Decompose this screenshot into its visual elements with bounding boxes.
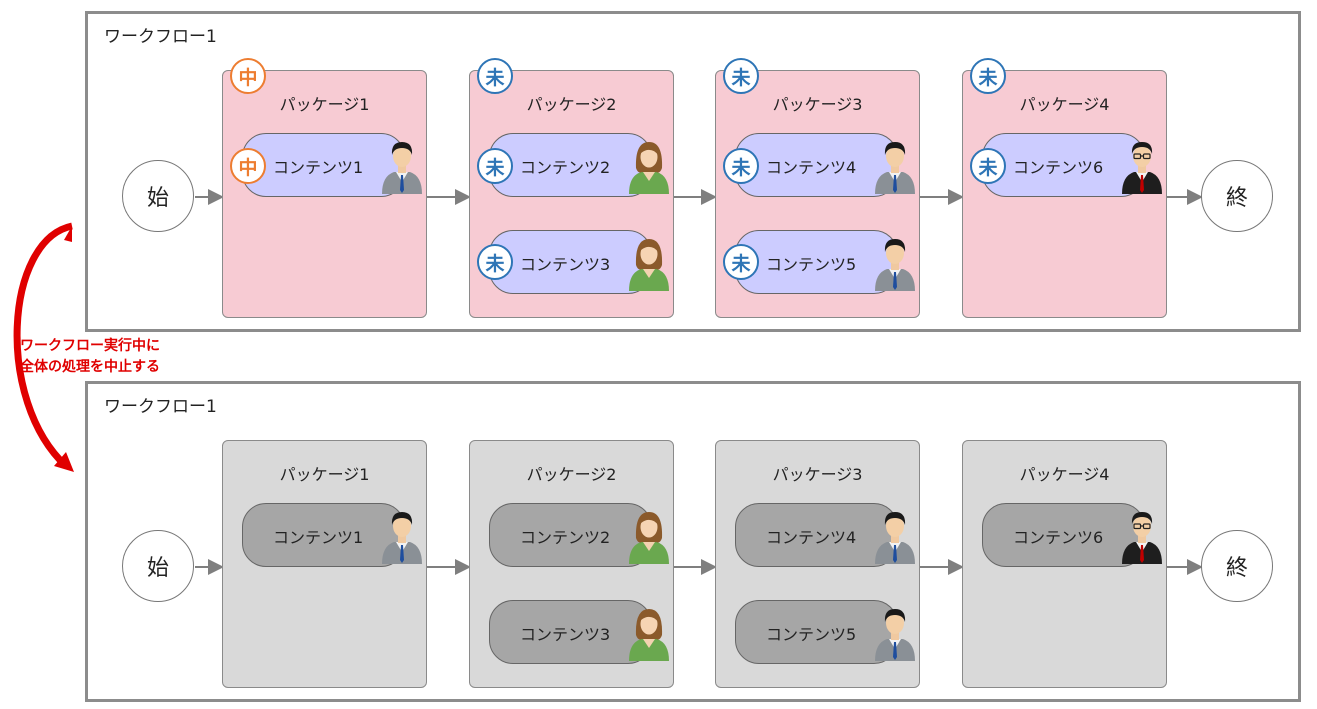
content-6[interactable]: コンテンツ6 [982, 133, 1145, 197]
start-node: 始 [122, 530, 194, 602]
businessman-icon [380, 138, 424, 194]
content-2[interactable]: コンテンツ2 [489, 503, 652, 567]
content-3[interactable]: コンテンツ3 [489, 600, 652, 664]
woman-icon [627, 138, 671, 194]
package-1[interactable]: パッケージ1 コンテンツ1 [222, 70, 427, 318]
start-node: 始 [122, 160, 194, 232]
transition-arrow [13, 222, 74, 472]
package-label: パッケージ4 [1019, 95, 1110, 114]
content-5[interactable]: コンテンツ5 [735, 230, 898, 294]
businessman-icon [380, 508, 424, 564]
content-1[interactable]: コンテンツ1 [242, 503, 405, 567]
content-label: コンテンツ4 [766, 528, 857, 547]
package-status-badge: 未 [970, 58, 1006, 94]
content-label: コンテンツ3 [520, 255, 611, 274]
package-2[interactable]: パッケージ2 コンテンツ2 コンテンツ3 [469, 440, 674, 688]
end-node: 終 [1201, 530, 1273, 602]
content-label: コンテンツ5 [766, 255, 857, 274]
content-label: コンテンツ6 [1013, 158, 1104, 177]
businessman-icon [873, 235, 917, 291]
arrow-head [54, 452, 74, 472]
content-status-badge: 未 [970, 148, 1006, 184]
woman-icon [627, 605, 671, 661]
package-status-badge: 未 [723, 58, 759, 94]
content-label: コンテンツ2 [520, 528, 611, 547]
annotation-line-1: ワークフロー実行中に [20, 338, 160, 354]
content-label: コンテンツ1 [273, 528, 364, 547]
annotation-line-2: 全体の処理を中止する [20, 359, 160, 375]
woman-icon [627, 235, 671, 291]
package-label: パッケージ3 [772, 95, 863, 114]
content-label: コンテンツ6 [1013, 528, 1104, 547]
manager-glasses-icon [1120, 508, 1164, 564]
package-4[interactable]: パッケージ4 コンテンツ6 [962, 440, 1167, 688]
package-3[interactable]: パッケージ3 コンテンツ4 コンテンツ5 [715, 440, 920, 688]
content-3[interactable]: コンテンツ3 [489, 230, 652, 294]
manager-glasses-icon [1120, 138, 1164, 194]
package-status-badge: 未 [477, 58, 513, 94]
package-label: パッケージ1 [279, 465, 370, 484]
content-status-badge: 未 [723, 244, 759, 280]
annotation-stop-all: ワークフロー実行中に 全体の処理を中止する [20, 336, 160, 378]
woman-icon [627, 508, 671, 564]
package-label: パッケージ2 [526, 95, 617, 114]
content-status-badge: 未 [477, 244, 513, 280]
content-1[interactable]: コンテンツ1 [242, 133, 405, 197]
workflow-title: ワークフロー1 [104, 27, 217, 47]
content-label: コンテンツ4 [766, 158, 857, 177]
package-label: パッケージ2 [526, 465, 617, 484]
businessman-icon [873, 138, 917, 194]
content-6[interactable]: コンテンツ6 [982, 503, 1145, 567]
businessman-icon [873, 508, 917, 564]
content-2[interactable]: コンテンツ2 [489, 133, 652, 197]
content-label: コンテンツ3 [520, 625, 611, 644]
content-label: コンテンツ2 [520, 158, 611, 177]
package-3[interactable]: パッケージ3 コンテンツ4 コンテンツ5 [715, 70, 920, 318]
package-label: パッケージ3 [772, 465, 863, 484]
businessman-icon [873, 605, 917, 661]
package-2[interactable]: パッケージ2 コンテンツ2 コンテンツ3 [469, 70, 674, 318]
content-4[interactable]: コンテンツ4 [735, 503, 898, 567]
content-5[interactable]: コンテンツ5 [735, 600, 898, 664]
content-label: コンテンツ5 [766, 625, 857, 644]
content-status-badge: 中 [230, 148, 266, 184]
package-label: パッケージ1 [279, 95, 370, 114]
workflow-active: ワークフロー1 始 終 パッケージ1 コンテンツ1 中 中 パッケージ2 コンテ… [85, 11, 1301, 332]
workflow-stopped: ワークフロー1 始 終 パッケージ1 コンテンツ1 パッケージ2 コンテンツ2 … [85, 381, 1301, 702]
package-label: パッケージ4 [1019, 465, 1110, 484]
package-status-badge: 中 [230, 58, 266, 94]
content-status-badge: 未 [477, 148, 513, 184]
workflow-title: ワークフロー1 [104, 397, 217, 417]
end-node: 終 [1201, 160, 1273, 232]
package-4[interactable]: パッケージ4 コンテンツ6 [962, 70, 1167, 318]
content-status-badge: 未 [723, 148, 759, 184]
content-4[interactable]: コンテンツ4 [735, 133, 898, 197]
package-1[interactable]: パッケージ1 コンテンツ1 [222, 440, 427, 688]
content-label: コンテンツ1 [273, 158, 364, 177]
